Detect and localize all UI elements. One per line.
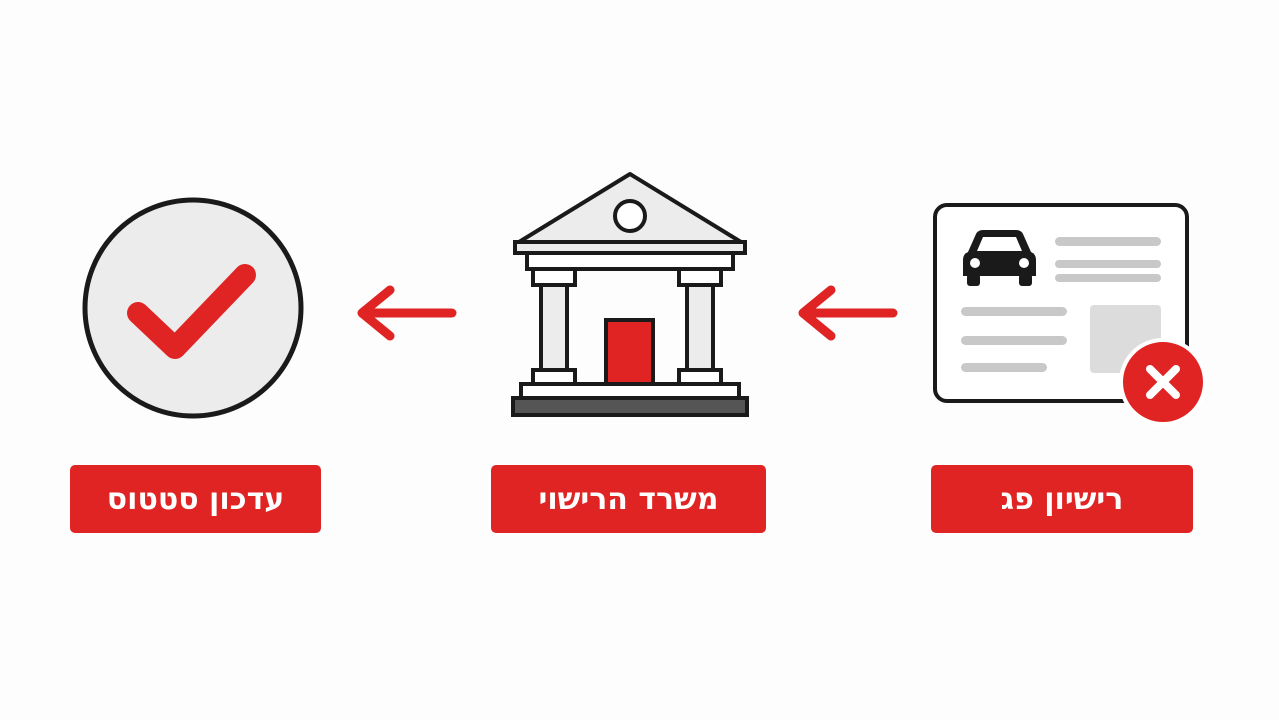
car-icon [963,230,1036,286]
label-licensing-office: משרד הרישוי [491,465,766,533]
arrow-left-icon [798,285,898,341]
label-expired-license: רישיון פג [931,465,1193,533]
label-status-update-text: עדכון סטטוס [106,481,285,517]
label-status-update: עדכון סטטוס [70,465,321,533]
government-office-icon [511,172,749,417]
label-licensing-office-text: משרד הרישוי [538,481,719,517]
check-circle-icon [82,197,304,419]
expired-license-icon [933,203,1207,426]
label-expired-license-text: רישיון פג [1000,481,1124,517]
close-badge-icon [1119,338,1207,426]
arrow-left-icon [357,285,457,341]
